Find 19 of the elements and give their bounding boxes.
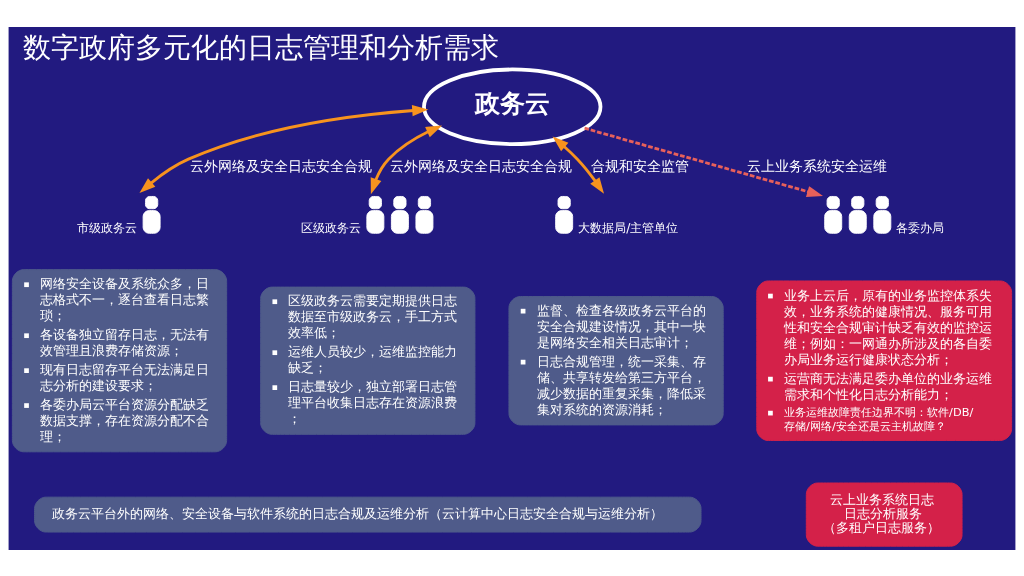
edge-label: 云外网络及安全日志安全合规 (189, 156, 372, 173)
arrow (139, 104, 429, 193)
arrow (370, 124, 443, 194)
node-box: 网络安全设备及系统众多，日志格式不一，逐台查看日志繁琐； 各设备独立留存日志，无法有效管理且浪费存储资源； 现有日志留存平台无法满足日志分析的建设要求； 各委办局云平台资源分配缺乏数据支撑，存在资源分配不合理； (11, 268, 228, 452)
node-box: 监督、检查各级政务云平台的安全合规建设情况，其中一块是网络安全相关日志审计； 日志合规管理，统一采集、存储、共享转发给第三方平台，减少数据的重复采集，降低采集对系统的资源消耗； (508, 295, 724, 425)
diagram-title: 数字政府多元化的日志管理和分析需求 (23, 30, 500, 64)
edge-label: 云外网络及安全日志安全合规 (390, 156, 573, 173)
arrow (584, 126, 823, 197)
node-box: 政务云平台外的网络、安全设备与软件系统的日志合规及运维分析（云计算中心日志安全合规与运维分析） (34, 496, 702, 533)
edge-label: 云上业务系统安全运维 (746, 156, 887, 173)
node-box: 区级政务云需要定期提供日志数据至市级政务云，手工方式效率低； 运维人员较少，运维监控能力缺乏； 日志量较少，独立部署日志管理平台收集日志存在资源浪费； (260, 286, 476, 435)
arrow (552, 136, 605, 194)
node-box: 云上业务系统日志 日志分析服务 （多租户日志服务） (805, 482, 963, 547)
node-label: 市级政务云 (77, 220, 138, 235)
node-label: 大数据局/主管单位 (578, 220, 679, 235)
node-box: 业务上云后，原有的业务监控体系失效，业务系统的健康情况、服务可用性和安全合规审计缺乏有效的监控运维；例如：一网通办所涉及的各自委办局业务运行健康状态分析； 运营商无法满足委办单位的业务运维需求和个性化日志分析能力； 业务运维故障责任边界不明：软件/DB/存储/网络/安全还是云主机故障？ (756, 279, 1013, 441)
node-label: 各委办局 (896, 220, 945, 235)
edge-label: 合规和安全监管 (590, 156, 689, 173)
node-label: 区级政务云 (300, 220, 361, 235)
